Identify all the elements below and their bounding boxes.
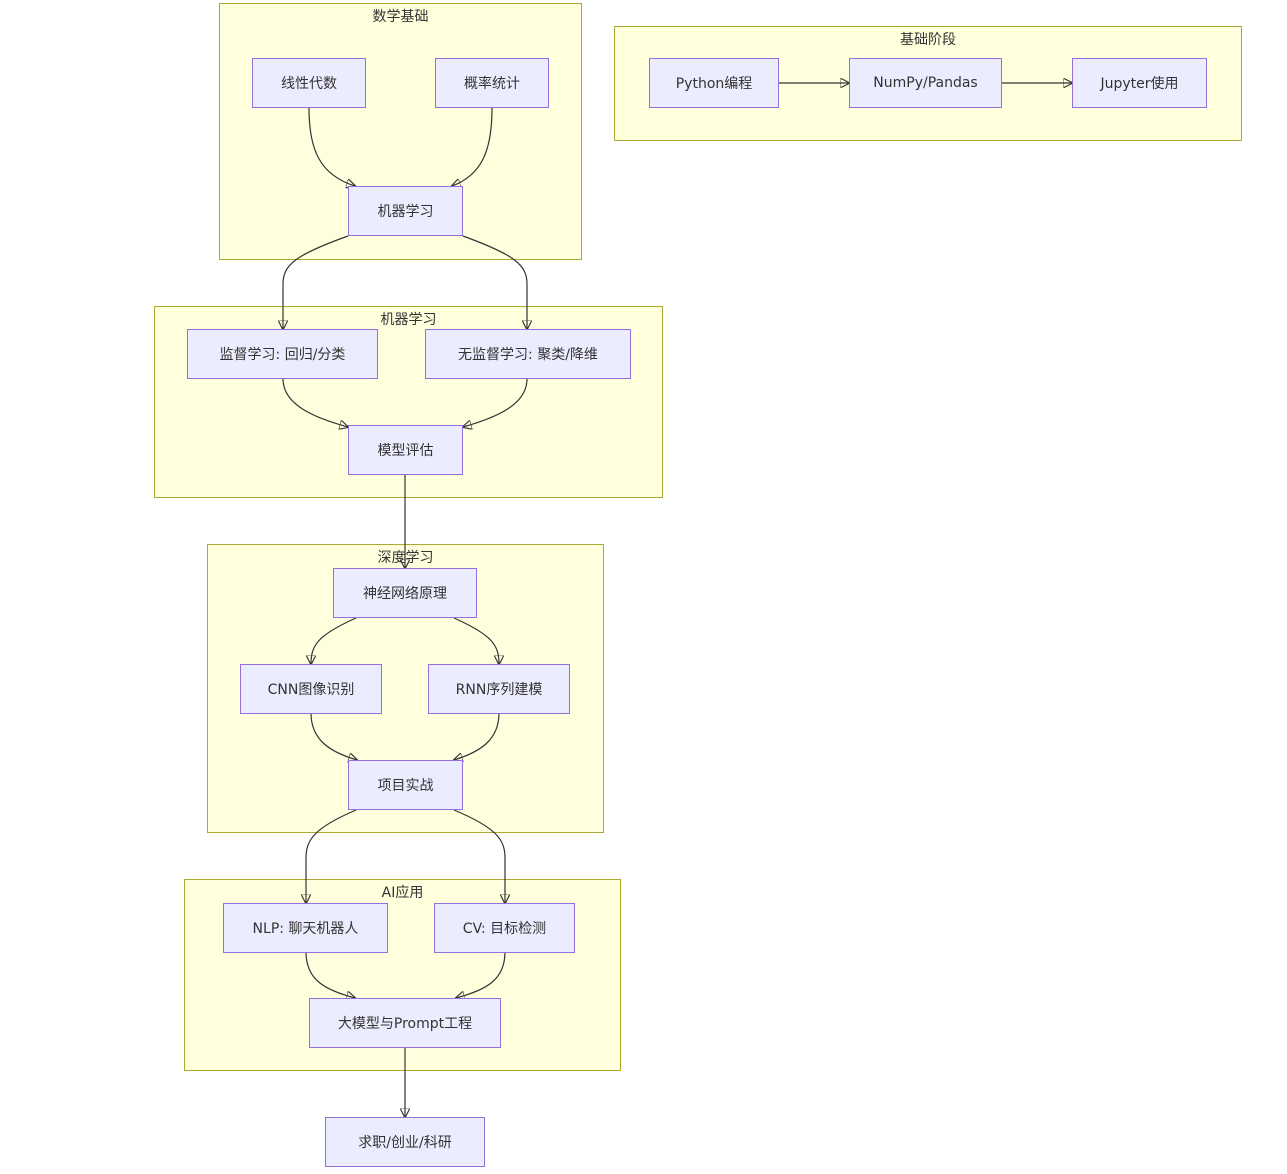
node-project-practice[interactable]: 项目实战: [348, 760, 463, 810]
node-numpy-pandas[interactable]: NumPy/Pandas: [849, 58, 1002, 108]
node-machine-learning[interactable]: 机器学习: [348, 186, 463, 236]
cluster-ai-title: AI应用: [381, 885, 424, 901]
node-supervised-learning[interactable]: 监督学习: 回归/分类: [187, 329, 378, 379]
node-cnn[interactable]: CNN图像识别: [240, 664, 382, 714]
cluster-math-title: 数学基础: [372, 9, 429, 25]
node-llm-prompt[interactable]: 大模型与Prompt工程: [309, 998, 501, 1048]
node-rnn[interactable]: RNN序列建模: [428, 664, 570, 714]
node-neural-network[interactable]: 神经网络原理: [333, 568, 477, 618]
node-career[interactable]: 求职/创业/科研: [325, 1117, 485, 1167]
node-linear-algebra[interactable]: 线性代数: [252, 58, 366, 108]
cluster-dl-title: 深度学习: [377, 550, 434, 566]
node-unsupervised-learning[interactable]: 无监督学习: 聚类/降维: [425, 329, 631, 379]
node-probability[interactable]: 概率统计: [435, 58, 549, 108]
node-python[interactable]: Python编程: [649, 58, 779, 108]
cluster-ml-title: 机器学习: [380, 312, 437, 328]
cluster-basics-title: 基础阶段: [900, 32, 956, 48]
node-jupyter[interactable]: Jupyter使用: [1072, 58, 1207, 108]
node-cv[interactable]: CV: 目标检测: [434, 903, 575, 953]
node-model-evaluation[interactable]: 模型评估: [348, 425, 463, 475]
node-nlp[interactable]: NLP: 聊天机器人: [223, 903, 388, 953]
